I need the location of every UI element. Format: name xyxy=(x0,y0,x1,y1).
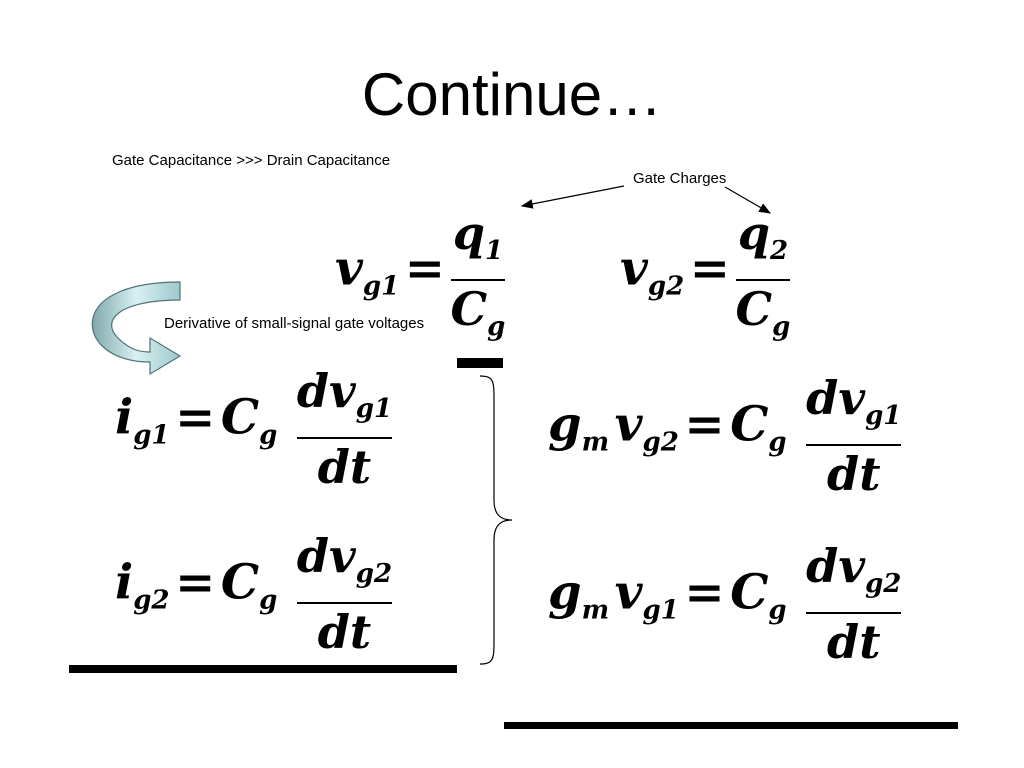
equation-gm-vg2: gm vg2 = Cg dvg1 dt xyxy=(548,371,902,501)
slide-title: Continue… xyxy=(361,61,663,128)
left-underline xyxy=(69,665,457,673)
fraction-dvg2-dt: dvg2 dt xyxy=(296,529,393,659)
fraction-dvg1-dt-right: dvg1 dt xyxy=(806,371,902,501)
gate-charge-arrow-1 xyxy=(520,185,625,209)
gate-charges-label: Gate Charges xyxy=(633,170,727,187)
right-brace xyxy=(479,375,513,665)
equation-gm-vg1: gm vg1 = Cg dvg2 dt xyxy=(548,539,902,669)
fraction-q2-cg: q2 Cg xyxy=(735,206,791,342)
equation-ig2: ig2 = Cg dvg2 dt xyxy=(115,529,393,659)
fraction-dvg2-dt-right: dvg2 dt xyxy=(806,539,902,669)
fraction-q1-cg: q1 Cg xyxy=(450,206,506,342)
short-bar xyxy=(457,358,503,368)
fraction-dvg1-dt: dvg1 dt xyxy=(296,364,393,494)
equation-vg2: vg2 = q2 Cg xyxy=(620,206,791,353)
equation-vg1: vg1 = q1 Cg xyxy=(335,206,506,353)
right-underline xyxy=(504,722,958,729)
curved-arrow-icon xyxy=(91,281,182,376)
capacitance-note: Gate Capacitance >>> Drain Capacitance xyxy=(112,152,391,169)
derivative-note: Derivative of small-signal gate voltages xyxy=(164,315,425,332)
gate-charge-arrow-2 xyxy=(724,186,772,214)
equation-ig1: ig1 = Cg dvg1 dt xyxy=(115,364,393,494)
